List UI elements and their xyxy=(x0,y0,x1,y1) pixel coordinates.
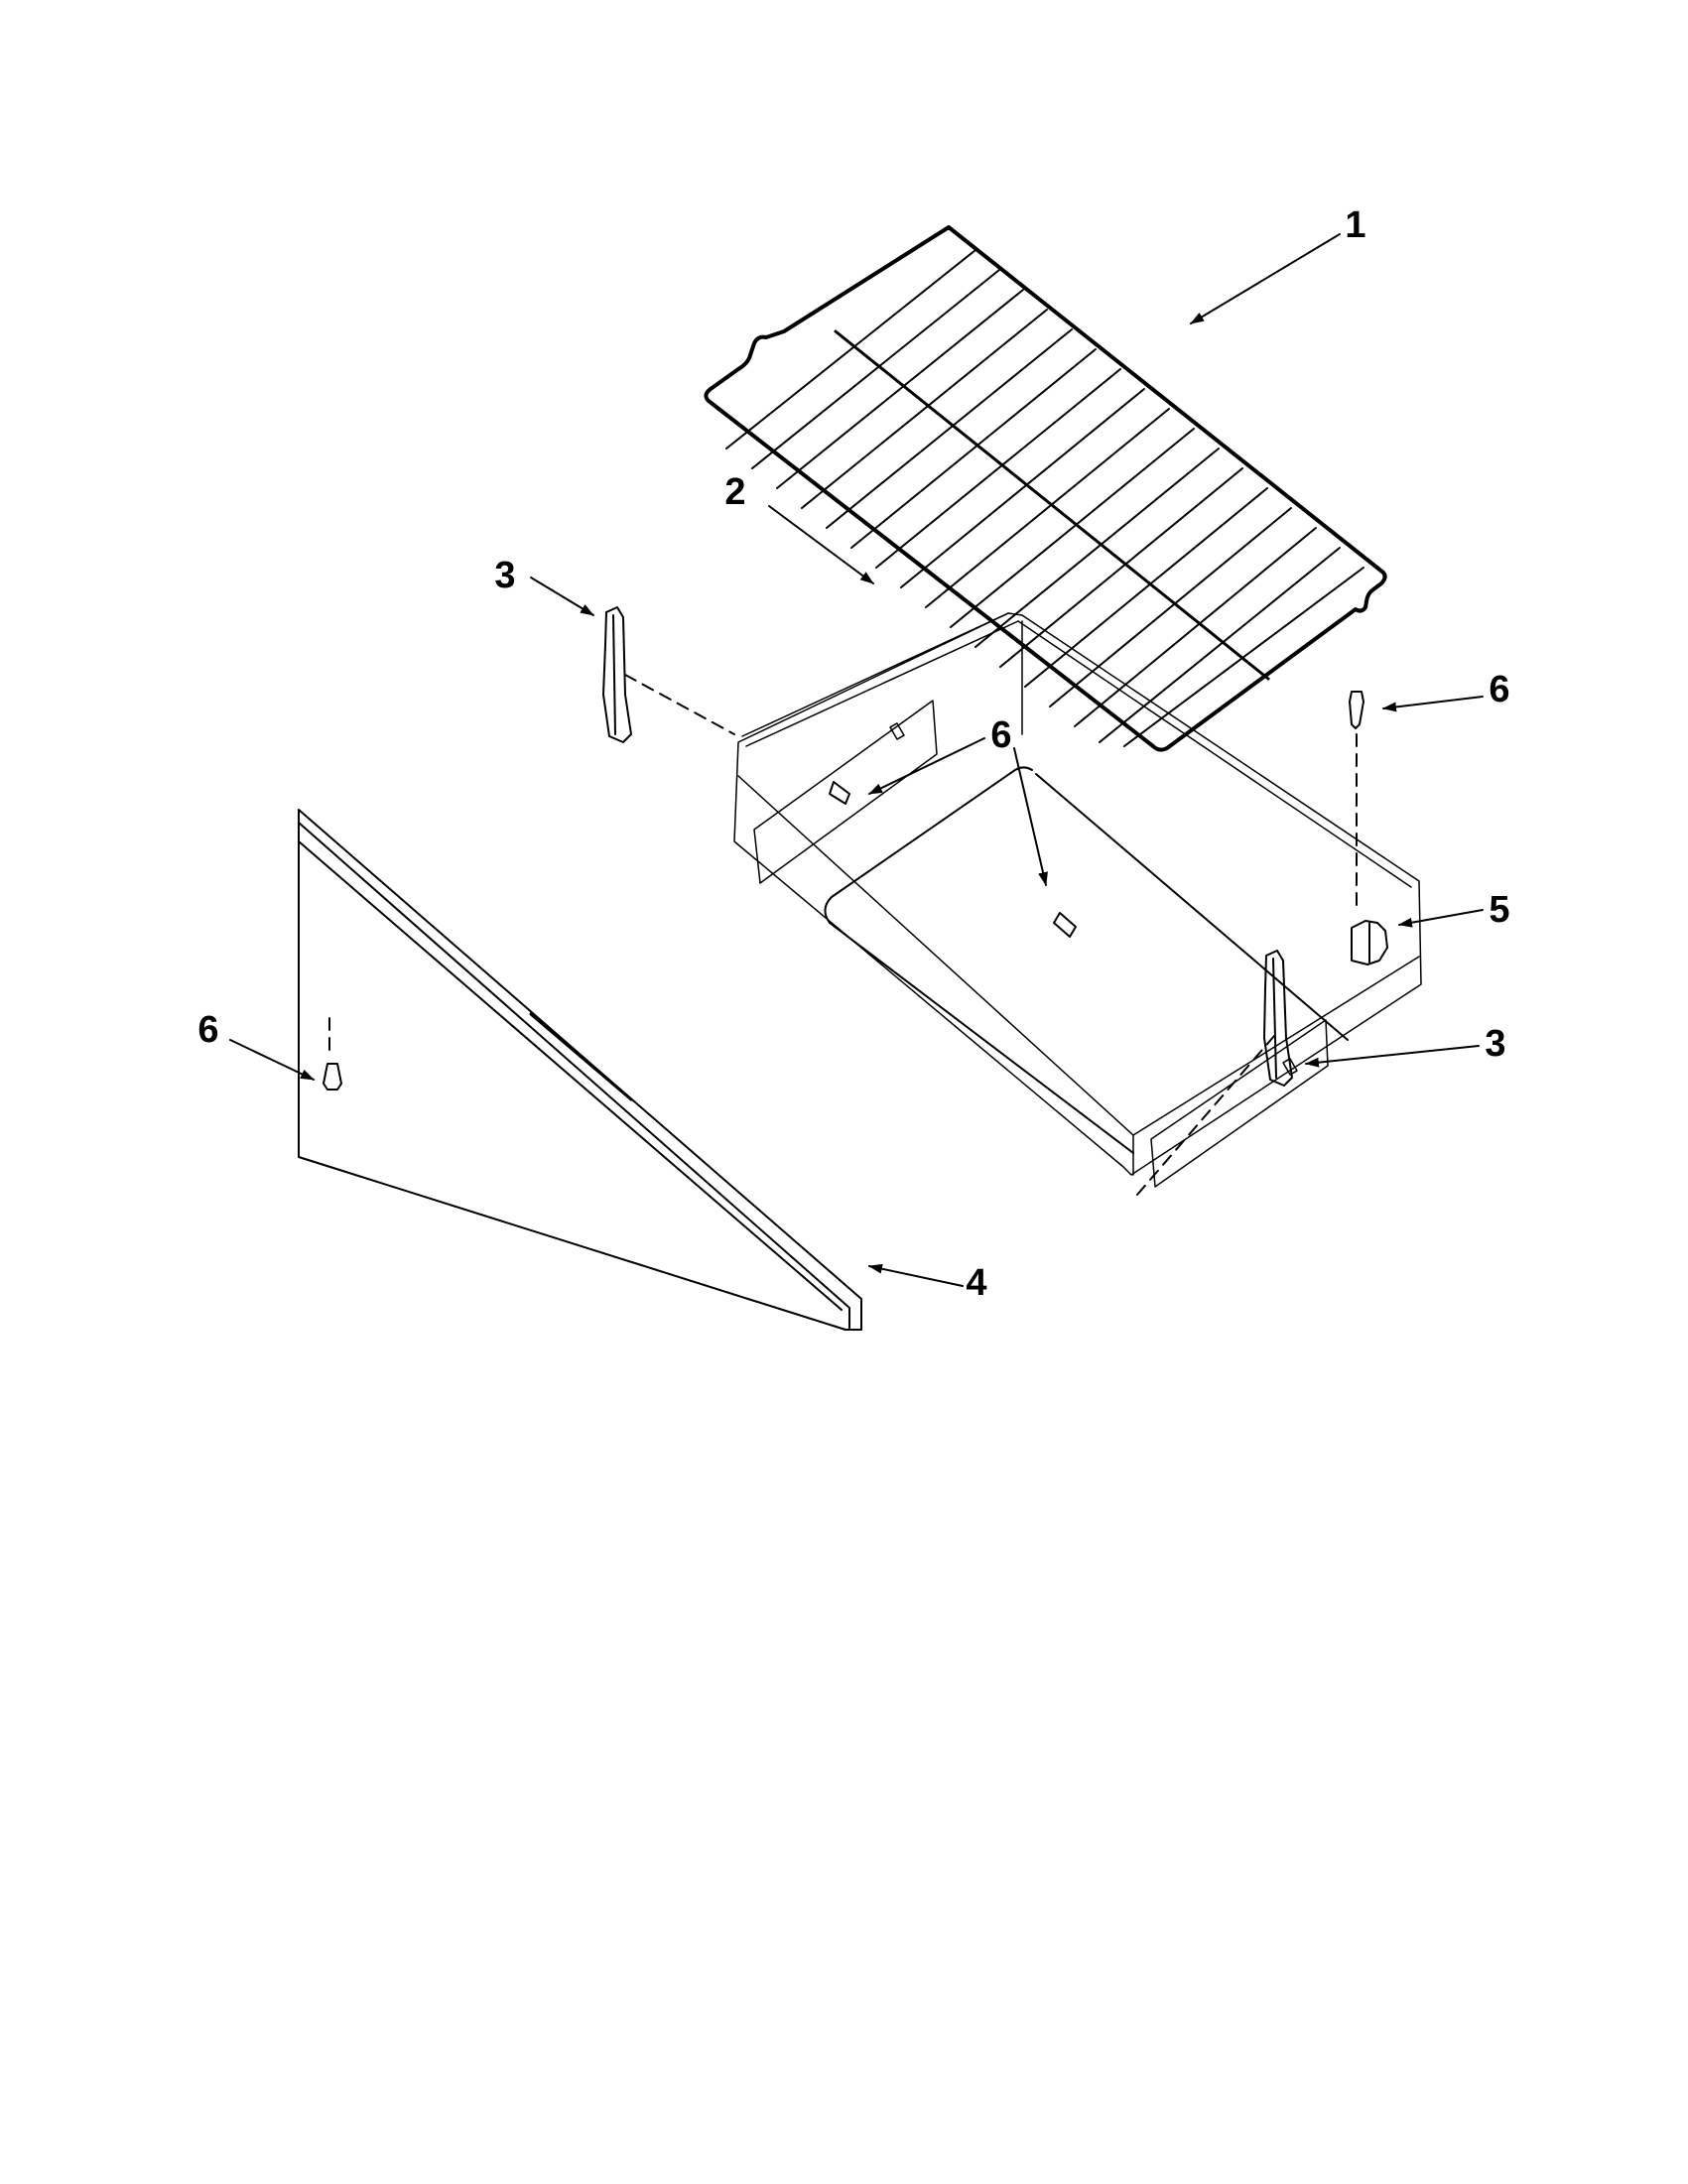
oven-rack xyxy=(704,225,1387,752)
callout-6-screw-panel: 6 xyxy=(197,1009,219,1051)
callout-3-slide-right: 3 xyxy=(1485,1023,1506,1065)
callout-1-oven-rack: 1 xyxy=(1345,204,1366,246)
callout-2-drawer-body: 2 xyxy=(724,471,746,513)
callout-6-screw-inner: 6 xyxy=(990,714,1012,756)
callout-4-front-panel: 4 xyxy=(966,1262,987,1304)
callout-5-stop-clip: 5 xyxy=(1489,889,1510,931)
callout-6-screw-top-right: 6 xyxy=(1489,669,1510,710)
drawer-slide-right xyxy=(1263,950,1293,1087)
drawer-body xyxy=(733,612,1422,1188)
screws xyxy=(323,691,1364,1091)
drawer-slide-left xyxy=(602,606,632,743)
drawer-stop-clip xyxy=(1351,920,1388,965)
drawer-front-panel xyxy=(298,809,862,1331)
leader-arrows xyxy=(229,233,1484,1287)
callout-3-slide-left: 3 xyxy=(494,555,516,596)
assembly-lines xyxy=(328,674,1358,1196)
